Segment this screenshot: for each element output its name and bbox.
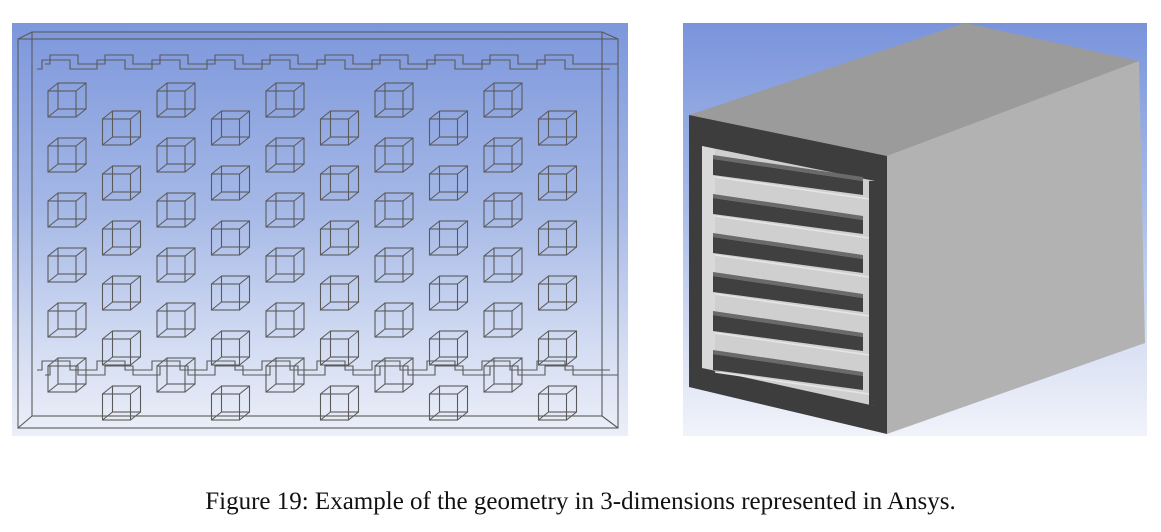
cell-box [265,192,305,228]
channel-gap [714,293,870,317]
cell-box [483,82,523,118]
channel-bar [713,159,863,195]
cell-box [374,137,414,173]
cell-box [156,247,196,283]
channel-bar [713,354,863,390]
outer-edge [601,31,619,40]
cell-box [537,275,578,311]
channel-gap [714,371,870,395]
cell-box [537,110,578,146]
box-side-face [887,61,1145,434]
cell-box [483,357,523,393]
channel-lip [713,194,863,220]
channel-gap [714,332,870,356]
cell-box [319,385,360,421]
channel-gap [714,176,870,200]
cell-box [483,137,523,173]
wireframe-geometry [17,31,619,429]
cell-box [156,302,196,338]
front-interior [702,146,875,406]
cell-box [428,330,469,366]
cell-box [374,82,414,118]
cell-box [428,165,469,201]
cell-box [47,137,87,173]
cell-box [374,302,414,338]
channel-gap [714,215,870,239]
cell-box [537,385,578,421]
cell-box [428,275,469,311]
cell-box [156,137,196,173]
wireframe-view [12,23,628,436]
channel-bar [713,276,863,312]
cell-box [319,275,360,311]
cell-box [483,302,523,338]
cell-box [319,330,360,366]
channel-bar [713,198,863,234]
cell-box [537,330,578,366]
outer-back-outline [31,31,603,417]
cell-box [319,110,360,146]
inner-wall-right [869,181,875,406]
cell-box [374,357,414,393]
cell-box [374,192,414,228]
outer-edge [601,415,619,429]
cell-box [156,192,196,228]
cell-box [101,385,142,421]
cell-box [101,110,142,146]
cell-box [483,192,523,228]
channel-lip [713,155,863,181]
cell-box [265,357,305,393]
cell-box [210,275,251,311]
cell-box [101,275,142,311]
cell-box [428,220,469,256]
channel-lip [713,311,863,337]
channel-lip [713,350,863,376]
cell-box [265,137,305,173]
figure-caption: Figure 19: Example of the geometry in 3-… [205,488,956,515]
cell-box [265,82,305,118]
comb-spine [702,146,715,369]
outer-edge [17,415,33,429]
shaded-view [683,23,1147,436]
cell-box [537,165,578,201]
cell-box [47,247,87,283]
outer-front-outline [17,38,619,429]
cell-box [47,357,87,393]
cell-box [428,385,469,421]
wireframe-lines [17,31,619,429]
cell-box [210,220,251,256]
shaded-geometry [689,23,1145,434]
channel-lip [713,272,863,298]
cell-box [319,220,360,256]
cell-box [47,82,87,118]
channel-lip [713,233,863,259]
cell-box [428,110,469,146]
cell-box [374,247,414,283]
cell-box [319,165,360,201]
cell-box [483,247,523,283]
cell-box [210,165,251,201]
cell-box [47,192,87,228]
channel-gap [714,254,870,278]
cell-box [101,330,142,366]
cell-box [210,110,251,146]
cell-box [47,302,87,338]
box-top-face [689,23,1139,156]
cell-box [265,302,305,338]
cell-box [101,165,142,201]
outer-edge [17,31,33,40]
channel-bar [713,315,863,351]
cell-box [537,220,578,256]
top-comb-edge-back [45,54,618,65]
cell-box [210,330,251,366]
cell-box [210,385,251,421]
top-comb-edge [37,59,610,70]
cell-box [156,357,196,393]
cell-box [265,247,305,283]
channel-bar [713,237,863,273]
cell-box [101,220,142,256]
cell-box [156,82,196,118]
